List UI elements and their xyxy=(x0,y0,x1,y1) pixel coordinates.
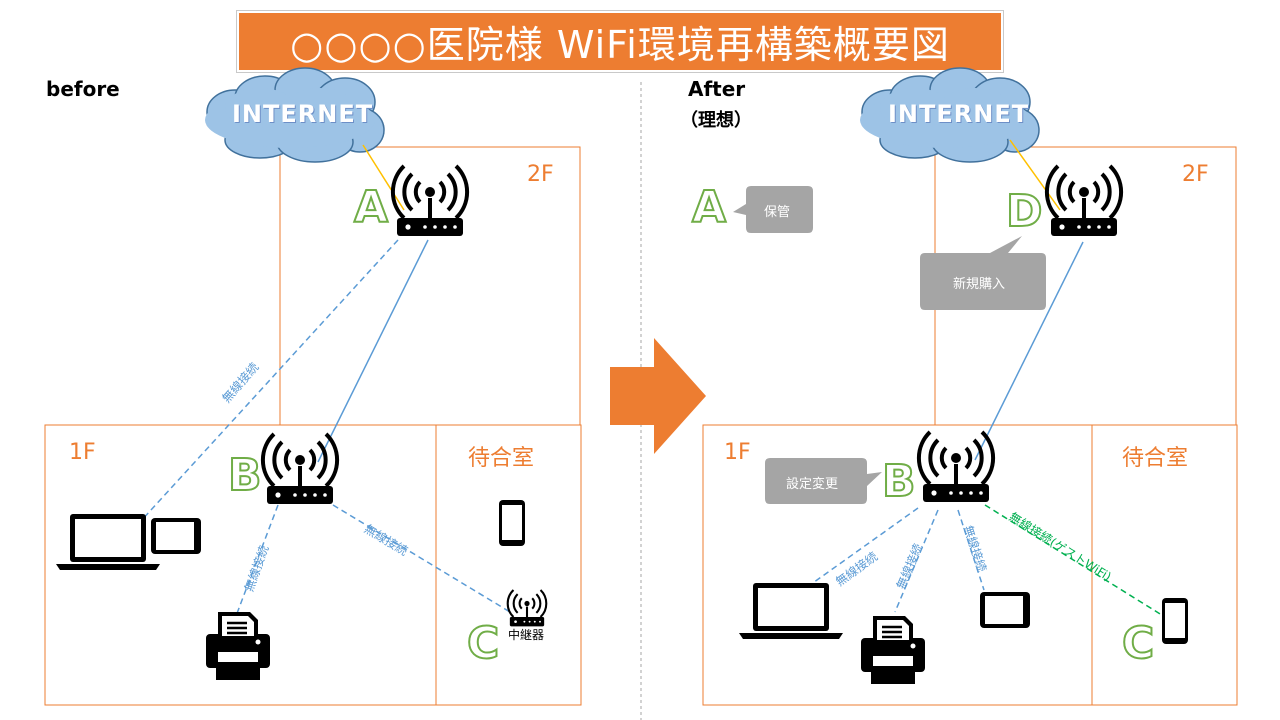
title-banner: ○○○○医院様 WiFi環境再構築概要図 xyxy=(236,10,1004,73)
before-room-1f xyxy=(44,424,582,706)
before-waiting-room-label: 待合室 xyxy=(468,446,535,471)
after-d-b-line xyxy=(974,241,1084,461)
printer-icon xyxy=(204,610,272,682)
after-room-1f-label: 1F xyxy=(724,440,751,465)
after-b-guest-line xyxy=(984,504,1166,618)
diagram-title: ○○○○医院様 WiFi環境再構築概要図 xyxy=(290,23,950,67)
after-heading: After xyxy=(688,77,746,101)
wifi-router-icon xyxy=(1044,164,1124,238)
after-b-tablet-line xyxy=(957,509,985,591)
after-internet-label: INTERNET xyxy=(888,100,1030,128)
wifi-router-icon xyxy=(390,164,470,238)
after-waiting-room-label: 待合室 xyxy=(1122,446,1189,471)
after-internet-line xyxy=(1009,139,1061,211)
tablet-icon xyxy=(151,518,201,554)
after-subheading: （理想） xyxy=(680,110,752,131)
before-b-repeater-line xyxy=(332,504,511,613)
arrow-right-icon xyxy=(610,338,706,454)
after-device-a-label: A xyxy=(691,181,727,234)
before-a-laptop-line xyxy=(139,239,399,523)
after-room-2f-label: 2F xyxy=(1182,162,1209,187)
before-device-b-label: B xyxy=(227,449,263,502)
before-internet-label: INTERNET xyxy=(232,100,374,128)
callout-storage xyxy=(733,186,813,233)
before-internet-line xyxy=(362,144,405,211)
callout-storage-text: 保管 xyxy=(764,205,791,220)
callout-new-purchase xyxy=(920,236,1046,310)
printer-icon xyxy=(859,614,927,686)
smartphone-icon xyxy=(1162,598,1188,644)
callout-new-purchase-text: 新規購入 xyxy=(953,277,1006,292)
before-room-1f-label: 1F xyxy=(69,440,96,465)
after-device-b-label: B xyxy=(881,455,917,508)
before-a-b-line xyxy=(317,239,429,463)
wifi-router-icon xyxy=(916,430,996,504)
tablet-icon xyxy=(980,592,1030,628)
laptop-icon xyxy=(56,514,160,570)
after-device-d-label: D xyxy=(1005,185,1044,238)
callout-settings-change-text: 設定変更 xyxy=(786,477,839,492)
before-device-c-label: C xyxy=(466,617,500,670)
after-b-printer-line xyxy=(894,509,939,613)
laptop-icon xyxy=(739,583,843,639)
repeater-label: 中継器 xyxy=(508,628,545,642)
after-device-c-label: C xyxy=(1121,617,1155,670)
before-heading: before xyxy=(46,77,120,101)
before-device-a-label: A xyxy=(353,181,389,234)
before-room-2f-label: 2F xyxy=(527,162,554,187)
after-room-1f xyxy=(702,424,1238,706)
repeater-icon xyxy=(506,588,548,628)
smartphone-icon xyxy=(499,500,525,546)
after-b-laptop-line xyxy=(809,507,919,586)
callout-settings-change xyxy=(765,458,882,504)
